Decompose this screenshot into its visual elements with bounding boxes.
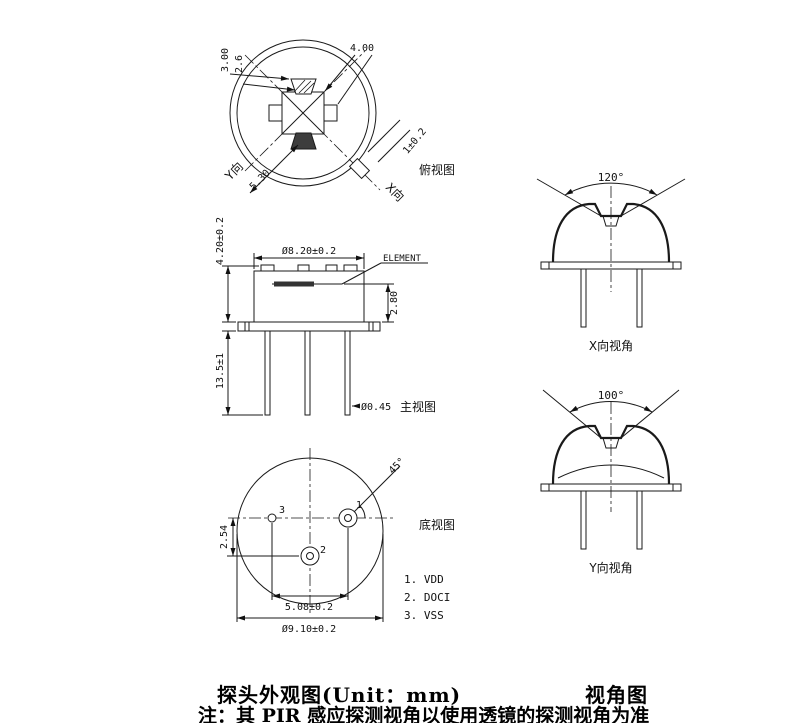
- sensor-can-body: [237, 264, 381, 416]
- dim-1-tab: 1±0.2: [401, 126, 429, 156]
- bottom-view: 45° 3 1 2 2.54 5.08±0.2 Ø9.10±0.2 底视图 1.…: [219, 448, 455, 635]
- top-view-inner-circle: [236, 46, 370, 180]
- fov-angle-y: 100°: [598, 389, 625, 402]
- pin1-function: 1. VDD: [404, 573, 444, 586]
- dim-5-08: 5.08±0.2: [285, 602, 333, 613]
- front-view-dimension-lines: [222, 253, 428, 416]
- x-angle-view-label: X向视角: [589, 338, 633, 353]
- y-angle-view-label: Y向视角: [588, 560, 632, 575]
- y-angle-view: 100° Y向视角: [540, 389, 682, 575]
- dim-13-5: 13.5±1: [215, 353, 226, 389]
- sensor-element-bar: [274, 281, 314, 287]
- top-view-dimension-lines: [229, 54, 411, 194]
- x-angle-view: 120° X向视角: [536, 171, 686, 353]
- pin2-number: 2: [320, 545, 326, 556]
- dim-9-10: Ø9.10±0.2: [282, 623, 336, 635]
- dim-4-20: 4.20±0.2: [215, 217, 226, 265]
- fov-lines-x: [536, 178, 686, 217]
- pin-angle-line: [347, 465, 401, 519]
- fov-angle-x: 120°: [598, 171, 625, 184]
- pin: [580, 490, 587, 550]
- top-view-label: 俯视图: [419, 162, 455, 177]
- pin: [264, 330, 271, 416]
- dim-2-54: 2.54: [219, 525, 230, 549]
- dim-2-6: 2.6: [234, 55, 245, 73]
- pin3-pad: [267, 513, 277, 523]
- dim-5-30: 5.30: [248, 168, 273, 193]
- element-label: ELEMENT: [383, 254, 422, 264]
- top-view-outer-circle: [229, 39, 377, 187]
- pin: [580, 268, 587, 328]
- angle-arc-45: [359, 505, 366, 519]
- bottom-view-pins: [267, 508, 358, 566]
- dim-3-00: 3.00: [220, 48, 231, 72]
- sensor-window-top: [268, 78, 338, 150]
- outline-title: 探头外观图(Unit：mm): [217, 683, 462, 707]
- angle-title: 视角图: [585, 683, 648, 707]
- pin: [636, 268, 643, 328]
- locating-tab: [348, 157, 371, 180]
- pin3-number: 3: [279, 505, 285, 516]
- top-view: 3.00 2.6 4.00 1±0.2 5.30 Y向 X向 俯视图: [220, 39, 455, 204]
- axis-x-label: X向: [383, 179, 408, 204]
- dim-2-80: 2.80: [389, 291, 400, 315]
- bottom-view-label: 底视图: [419, 517, 455, 532]
- dim-0-45: Ø0.45: [361, 401, 391, 413]
- dim-45-deg: 45°: [387, 456, 408, 477]
- front-view-label: 主视图: [400, 399, 436, 414]
- axis-y-label: Y向: [221, 159, 246, 184]
- pin2-function: 2. DOCI: [404, 591, 450, 604]
- sensor-element: [602, 215, 620, 227]
- fov-lines-y: [542, 389, 680, 439]
- pin: [304, 330, 311, 416]
- note-text: 注：其 PIR 感应探测视角以使用透镜的探测视角为准: [198, 705, 650, 723]
- pin3-function: 3. VSS: [404, 609, 444, 622]
- dim-8-20: Ø8.20±0.2: [282, 245, 336, 257]
- dim-4-00: 4.00: [350, 43, 374, 54]
- pin: [636, 490, 643, 550]
- sensor-element: [602, 437, 620, 449]
- pin: [344, 330, 351, 416]
- front-view: Ø8.20±0.2 ELEMENT 4.20±0.2 2.80 13.5±1 Ø…: [215, 217, 436, 416]
- pin1-number: 1: [356, 500, 362, 511]
- bottom-view-dimension-lines: [227, 518, 384, 622]
